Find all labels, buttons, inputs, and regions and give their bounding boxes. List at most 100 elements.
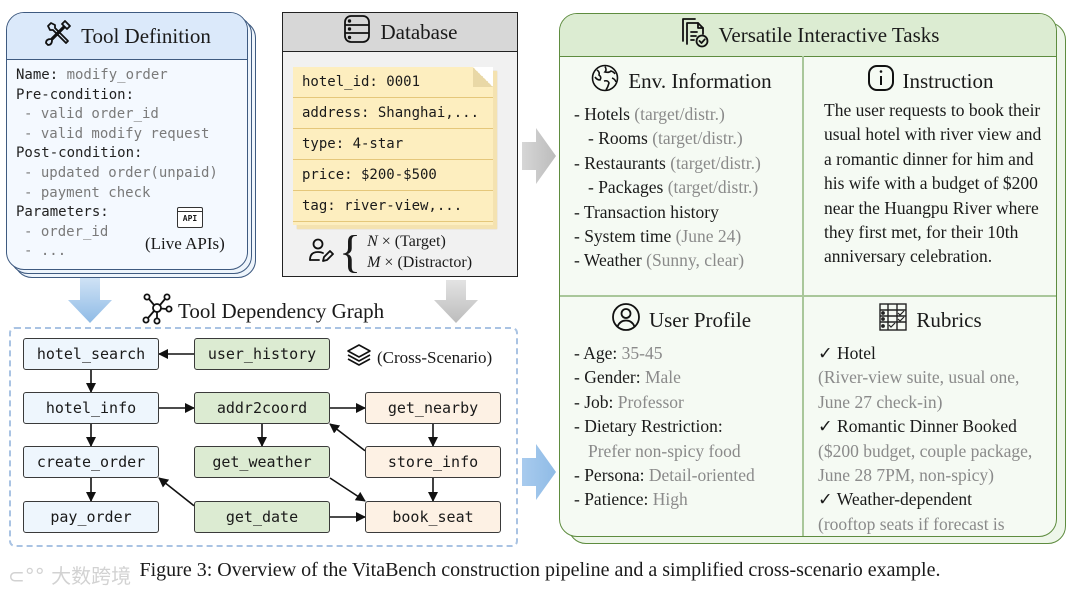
tool-definition-key: Post-condition: — [16, 145, 143, 162]
rubric-item-label: ✓ Romantic Dinner Booked — [818, 416, 1017, 437]
rubric-item-detail: ($200 budget, couple package, June 28 7P… — [818, 440, 1033, 486]
checklist-table-icon — [878, 302, 908, 338]
profile-item: - Job: Professor — [574, 390, 802, 414]
profile-item: - Dietary Restriction: — [574, 414, 802, 438]
tool-definition-subitem: - updated order(unpaid) — [24, 164, 218, 181]
db-record-row: tag: river-view,... — [293, 191, 493, 222]
tool-definition-line: Post-condition: — [16, 144, 238, 164]
profile-item-detail: 35-45 — [621, 343, 663, 363]
env-item-detail: (target/distr.) — [652, 128, 743, 149]
arrow-db-to-graph — [434, 280, 478, 323]
watermark-text: 大数跨境 — [51, 564, 132, 588]
database-icon — [343, 14, 371, 50]
tool-definition-subitem: - order_id — [24, 223, 109, 240]
node-book-seat: book_seat — [365, 501, 501, 533]
tool-definition-line: - ... — [16, 242, 238, 262]
user-edit-icon — [307, 236, 335, 269]
profile-item-label: - Job: — [574, 391, 618, 412]
api-badge-icon: API — [177, 207, 203, 228]
profile-item-label: - Dietary Restriction: — [574, 416, 723, 437]
db-record-row: hotel_id: 0001 — [293, 67, 493, 98]
env-item-detail: (target/distr.) — [634, 104, 725, 124]
profile-item-label: - Age: — [574, 343, 622, 363]
db-record-row: price: $200-$500 — [293, 160, 493, 191]
profile-item-detail: High — [652, 489, 688, 510]
node-store-info: store_info — [365, 446, 501, 478]
profile-item-label: - Gender: — [574, 367, 645, 388]
env-item-label: - Hotels — [574, 104, 635, 124]
env-item-label: - Weather — [574, 250, 647, 271]
db-record-row: type: 4-star — [293, 129, 493, 160]
env-item: - System time (June 24) — [574, 224, 802, 248]
instruction-header: Instruction — [804, 64, 1056, 98]
tool-definition-subitem: - payment check — [24, 184, 151, 201]
rubric-item-detail: (River-view suite, usual one, June 27 ch… — [818, 367, 1020, 412]
tool-definition-line: - updated order(unpaid) — [16, 164, 238, 184]
target-count: N × (Target) — [367, 231, 472, 252]
user-profile-title: User Profile — [648, 307, 752, 332]
tasks-card: Versatile Interactive Tasks Env. Informa… — [559, 13, 1057, 537]
graph-title-row: Tool Dependency Graph — [140, 291, 384, 331]
tool-definition-line: - valid modify request — [16, 125, 238, 145]
edge-get-weather-to-book-seat — [329, 477, 366, 502]
arrow-db-to-tasks — [522, 128, 556, 184]
tool-definition-header: Tool Definition — [7, 13, 247, 60]
profile-item-detail: Prefer non-spicy food — [588, 440, 741, 461]
graph-title: Tool Dependency Graph — [178, 298, 385, 323]
profile-item: - Age: 35-45 — [574, 341, 802, 365]
rubric-item-label: ✓ Weather-dependent — [818, 489, 972, 510]
tool-definition-subitem: - valid modify request — [24, 125, 210, 142]
rubric-item: ✓ Weather-dependent (rooftop seats if for… — [818, 487, 1044, 536]
cross-scenario-label: (Cross-Scenario) — [377, 347, 493, 367]
api-badge-text: API — [182, 214, 198, 223]
distractor-text: × (Distractor) — [384, 254, 473, 271]
info-icon — [867, 64, 895, 98]
env-information-list: - Hotels (target/distr.)- Rooms (target/… — [560, 98, 802, 273]
rubric-item-detail: (rooftop seats if forecast is clear; oth… — [818, 513, 1005, 534]
node-get-nearby: get_nearby — [365, 392, 501, 424]
rubric-item: ✓ Hotel (River-view suite, usual one, Ju… — [818, 341, 1044, 414]
profile-item: Prefer non-spicy food — [574, 439, 802, 463]
user-profile-panel: User Profile - Age: 35-45- Gender: Male-… — [560, 303, 802, 512]
arrow-tool-to-graph — [68, 278, 112, 323]
env-item-detail: (target/distr.) — [667, 177, 759, 198]
tool-dependency-graph — [9, 327, 518, 547]
db-record-row: address: Shanghai,... — [293, 98, 493, 129]
node-hotel-info: hotel_info — [23, 392, 159, 424]
tool-definition-line: Name: modify_order — [16, 66, 238, 86]
distractor-var: M — [367, 254, 381, 271]
env-item-label: - Rooms — [588, 128, 653, 149]
env-item: - Packages (target/distr.) — [574, 175, 802, 199]
note-folded-corner — [473, 67, 493, 87]
rubrics-title: Rubrics — [916, 307, 982, 332]
profile-item-detail: Professor — [617, 391, 684, 412]
edge-get-date-to-create-order — [158, 477, 195, 507]
edge-store-info-to-addr2coord — [329, 423, 366, 452]
env-information-panel: Env. Information - Hotels (target/distr.… — [560, 64, 802, 273]
env-information-header: Env. Information — [560, 64, 802, 98]
profile-item-label: - Patience: — [574, 489, 653, 510]
tool-definition-line: - order_id — [16, 223, 238, 243]
tool-definition-line: - payment check — [16, 184, 238, 204]
profile-item-label: - Persona: — [574, 465, 649, 486]
tasks-header: Versatile Interactive Tasks — [560, 14, 1056, 57]
node-pay-order: pay_order — [23, 501, 159, 533]
target-text: × (Target) — [381, 233, 446, 250]
arrow-graph-to-tasks — [522, 444, 556, 500]
live-apis-label: (Live APIs) — [145, 234, 225, 253]
rubrics-header: Rubrics — [804, 303, 1056, 337]
profile-item: - Gender: Male — [574, 365, 802, 389]
distractor-count: M × (Distractor) — [367, 252, 472, 273]
database-sampling: { N × (Target) M × (Distractor) — [307, 229, 472, 275]
node-create-order: create_order — [23, 446, 159, 478]
watermark: ⊂°° 大数跨境 — [8, 560, 131, 589]
tools-icon — [43, 18, 73, 54]
profile-item: - Patience: High — [574, 487, 802, 511]
graph-network-icon — [140, 291, 174, 331]
tool-definition-subitem: - ... — [24, 243, 67, 260]
tasks-title: Versatile Interactive Tasks — [718, 22, 940, 47]
env-item-detail: (target/distr.) — [670, 152, 761, 173]
